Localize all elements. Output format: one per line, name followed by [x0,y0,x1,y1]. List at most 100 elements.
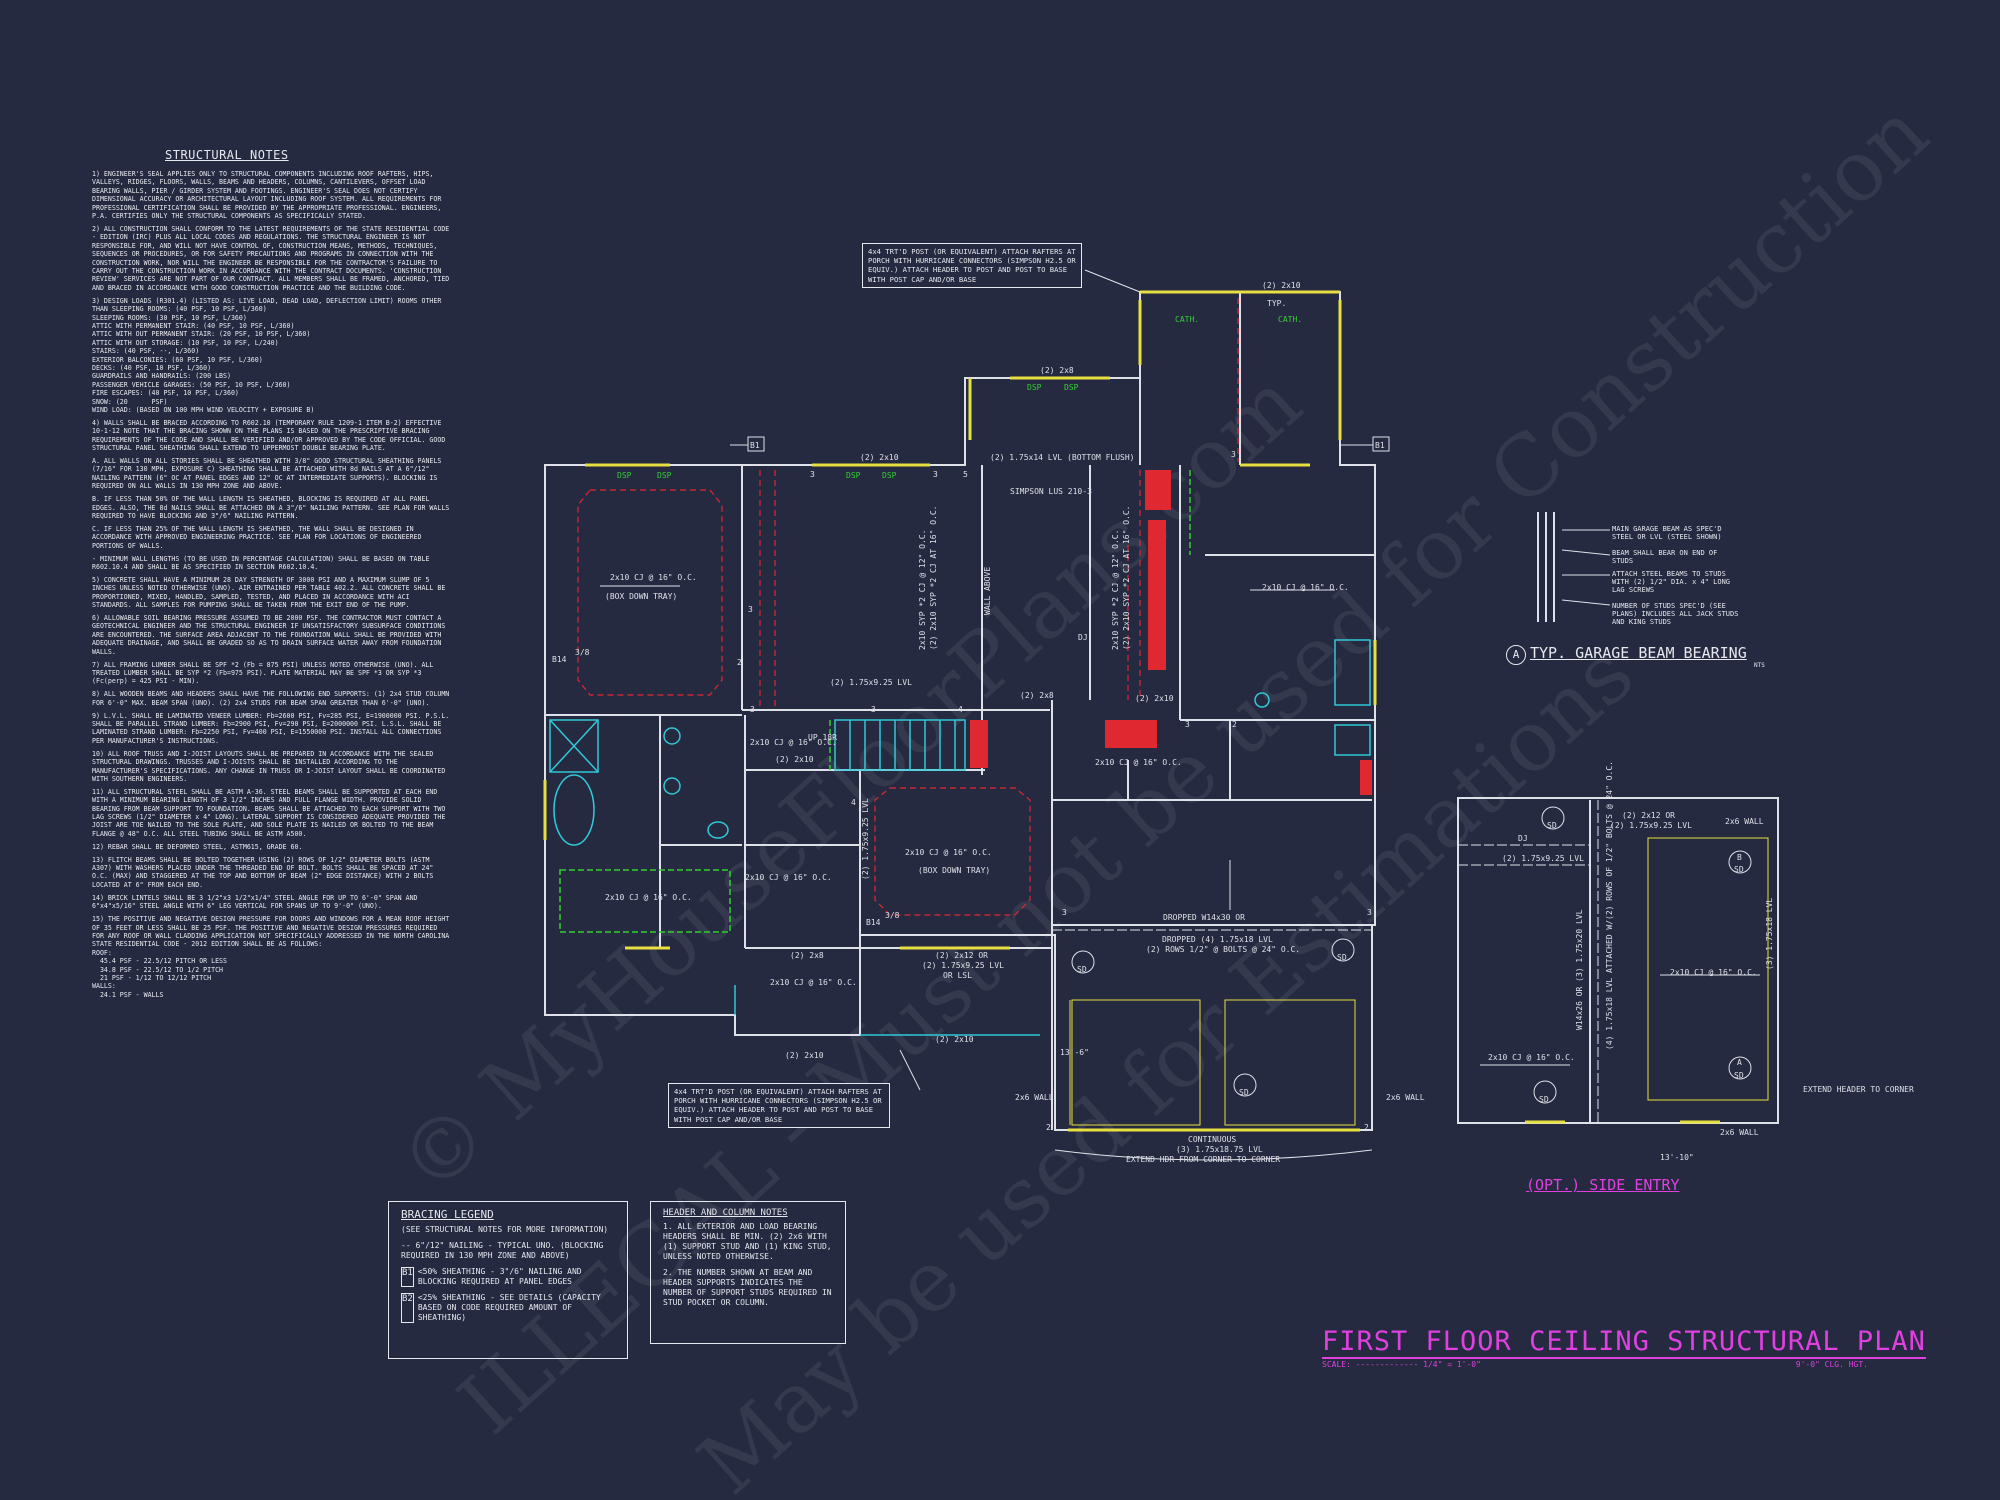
se-sd-3: SD [1734,1071,1744,1080]
note-13: 13) FLITCH BEAMS SHALL BE BOLTED TOGETHE… [92,855,438,889]
note-6: 6) ALLOWABLE SOIL BEARING PRESSURE ASSUM… [92,614,450,656]
scale-text: SCALE: ------------- 1/4" = 1'-0" [1322,1360,1481,1369]
label-lvl-flush: (2) 1.75x14 LVL (BOTTOM FLUSH) [990,453,1135,462]
label-2x6-wall-r: 2x6 WALL [1386,1093,1425,1102]
detail-leader [1561,549,1611,556]
label-2c: 2 [1046,1123,1051,1132]
label-2x12b: (2) 1.75x9.25 LVL [922,961,1004,970]
label-4: 4 [958,705,963,714]
bracing-legend: BRACING LEGEND (SEE STRUCTURAL NOTES FOR… [388,1201,628,1359]
se-hdr1: (2) 2x12 OR [1622,811,1675,820]
porch-post-callout-top: 4x4 TRT'D POST (OR EQUIVALENT) ATTACH RA… [862,243,1082,288]
garage-car-bay-2 [1224,999,1356,1126]
label-sd-1: SD [1077,965,1087,974]
sheet-title: FIRST FLOOR CEILING STRUCTURAL PLAN [1322,1326,1926,1359]
se-sd-1: SD [1547,821,1557,830]
label-typ: TYP. [1267,299,1286,308]
se-cj-left: 2x10 CJ @ 16" O.C. [1488,1053,1575,1062]
label-dropped1: DROPPED W14x30 OR [1163,913,1245,922]
label-dropped3: (2) ROWS 1/2" @ BOLTS @ 24" O.C. [1146,945,1300,954]
se-a: A [1737,1058,1742,1067]
label-2x10-mid: (2) 2x10 [775,755,814,764]
label-cj-g: 2x10 CJ @ 16" O.C. [905,848,992,857]
note-4c: C. IF LESS THAN 25% OF THE WALL LENGTH I… [92,524,426,550]
note-15: 15) THE POSITIVE AND NEGATIVE DESIGN PRE… [92,915,450,999]
label-cj-main: 2x10 CJ @ 16" O.C. [610,573,697,582]
b2-symbol: B2 [401,1293,414,1323]
note-5: 5) CONCRETE SHALL HAVE A MINIMUM 28 DAY … [92,575,450,610]
label-cj-d: 2x10 CJ @ 16" O.C. [745,873,832,882]
note-10: 10) ALL ROOF TRUSS AND I-JOIST LAYOUTS S… [92,749,450,783]
tub [553,774,595,846]
se-beam-vert2: W14x26 OR (3) 1.75x20 LVL [1575,909,1584,1030]
label-b14-2: B14 [866,918,881,927]
sd-marker [1533,1080,1557,1104]
b1-tag [747,436,765,452]
label-4b: 4 [851,798,856,807]
label-sb: 3/8 [575,648,590,657]
b1-symbol: B1 [401,1267,414,1287]
label-cj-a: 2x10 CJ @ 16" O.C. [750,738,837,747]
se-wall-bot: 2x6 WALL [1720,1128,1759,1137]
header-column-notes: HEADER AND COLUMN NOTES 1. ALL EXTERIOR … [650,1201,846,1344]
label-sb-2: 3/8 [885,911,900,920]
se-wall-tr: 2x6 WALL [1725,817,1764,826]
label-lvl-vert: (2) 1.75x9.25 LVL [861,798,870,880]
header-notes-title: HEADER AND COLUMN NOTES [663,1208,788,1218]
label-2x10-bot: (2) 2x10 [935,1035,974,1044]
header-note-2: 2. THE NUMBER SHOWN AT BEAM AND HEADER S… [663,1268,832,1307]
scale-row: SCALE: ------------- 1/4" = 1'-0" 9'-0" … [1322,1360,1868,1369]
label-lvl-1875: (3) 1.75x18.75 LVL [1176,1145,1263,1154]
leader [899,1049,921,1091]
note-4a: A. ALL WALLS ON ALL STORIES SHALL BE SHE… [92,457,446,491]
label-dsp-1: DSP [617,471,632,480]
label-cj-c: 2x10 CJ @ 16" O.C. [1262,583,1349,592]
bath-tub-2 [1334,639,1371,706]
detail-leader [1561,599,1611,606]
structural-notes-title: STRUCTURAL NOTES [165,148,289,162]
detail-note-3: ATTACH STEEL BEAMS TO STUDS WITH (2) 1/2… [1612,570,1731,594]
bracing-legend-line1: -- 6"/12" NAILING - TYPICAL UNO. (BLOCKI… [401,1241,604,1260]
note-4b: B. IF LESS THAN 50% OF THE WALL LENGTH I… [92,495,454,520]
label-dsp-4: DSP [882,471,897,480]
label-dsp-5: DSP [1027,383,1042,392]
label-continuous: CONTINUOUS [1188,1135,1236,1144]
side-entry-outline [1457,797,1779,1124]
side-entry-title: (OPT.) SIDE ENTRY [1526,1176,1680,1194]
label-2x6-wall-l: 2x6 WALL [1015,1093,1054,1102]
label-2b: 2 [1232,720,1237,729]
red-beam [1148,520,1166,670]
label-dim-13: 13'-6" [1060,1048,1089,1057]
shower [549,719,599,773]
se-sd-2: SD [1734,865,1744,874]
stair [834,719,966,771]
label-box-down-2: (BOX DOWN TRAY) [918,866,990,875]
se-lvl-right: (3) 1.75x18 LVL [1765,898,1774,970]
sd-marker [1728,850,1752,874]
bracing-legend-title: BRACING LEGEND [401,1208,494,1221]
label-cj-vert-b: (2) 2x10 SYP *2 CJ AT 16" O.C. [929,506,938,651]
bracing-legend-b1: B1<50% SHEATHING - 3"/6" NAILING AND BLO… [401,1267,615,1287]
label-simpson: SIMPSON LUS 210-3 [1010,487,1092,496]
label-5: 5 [963,470,968,479]
se-ext-header: EXTEND HEADER TO CORNER [1803,1085,1914,1094]
red-beam [1105,720,1157,748]
leader [1084,269,1141,293]
b2-text: <25% SHEATHING - SEE DETAILS (CAPACITY B… [417,1293,601,1322]
detail-note-2: BEAM SHALL BEAR ON END OF STUDS [1612,549,1718,565]
toilet [707,821,729,839]
side-entry-car [1647,837,1769,1101]
b1-tag [1372,436,1390,452]
note-7: 7) ALL FRAMING LUMBER SHALL BE SPF *2 (F… [92,660,438,686]
note-8: 8) ALL WOODEN BEAMS AND HEADERS SHALL HA… [92,690,454,707]
label-b1-right: B1 [1375,441,1385,450]
note-9: 9) L.V.L. SHALL BE LAMINATED VENEER LUMB… [92,711,454,745]
sd-marker [1728,1056,1752,1080]
label-stair: UP 18R [808,733,837,742]
b1-text: <50% SHEATHING - 3"/6" NAILING AND BLOCK… [417,1267,582,1286]
red-beam [970,720,988,768]
header-note-1: 1. ALL EXTERIOR AND LOAD BEARING HEADERS… [663,1222,832,1261]
sd-marker [1233,1073,1257,1097]
se-cj-center: 2x10 CJ @ 16" O.C. [1670,968,1757,977]
